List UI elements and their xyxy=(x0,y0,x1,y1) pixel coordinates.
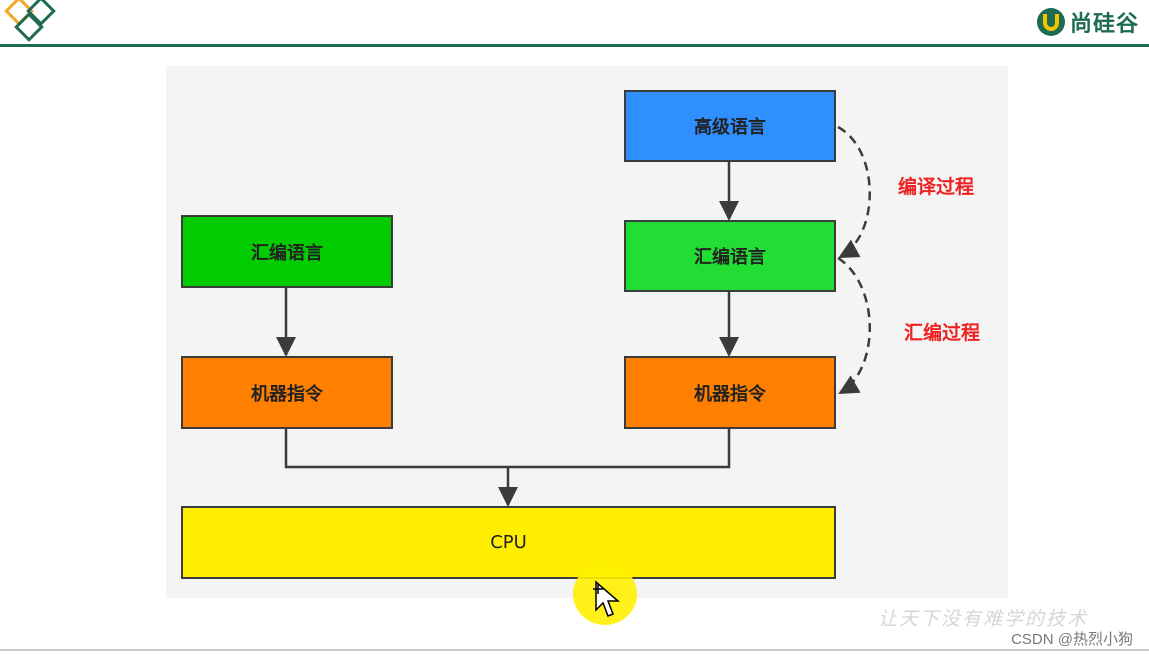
left-assembly-language-box: 汇编语言 xyxy=(181,215,393,288)
watermark-slogan: 让天下没有难学的技术 xyxy=(878,608,1089,630)
assemble-process-label: 汇编过程 xyxy=(904,322,981,344)
left-machine-instruction-box: 机器指令 xyxy=(181,356,393,429)
top-bar: 尚硅谷 xyxy=(0,0,1149,48)
cpu-box: CPU xyxy=(181,506,836,579)
bottom-divider xyxy=(0,649,1149,651)
move-cursor-icon xyxy=(593,580,621,617)
right-assembly-language-box: 汇编语言 xyxy=(624,220,836,292)
dashed-arrow-assemble xyxy=(837,256,871,395)
corner-logo-icon xyxy=(4,0,56,42)
high-level-language-box: 高级语言 xyxy=(624,90,836,162)
brand-logo: 尚硅谷 xyxy=(1036,4,1139,40)
dashed-arrow-compile xyxy=(837,125,871,259)
right-machine-instruction-box: 机器指令 xyxy=(624,356,836,429)
connector-right-machine-to-merge xyxy=(508,429,731,469)
brand-logo-icon xyxy=(1036,8,1065,36)
connector-left-machine-to-merge xyxy=(284,429,508,469)
header-divider xyxy=(0,44,1149,47)
csdn-credit: CSDN @热烈小狗 xyxy=(1011,631,1133,648)
compile-process-label: 编译过程 xyxy=(898,176,975,198)
brand-text: 尚硅谷 xyxy=(1069,12,1139,37)
